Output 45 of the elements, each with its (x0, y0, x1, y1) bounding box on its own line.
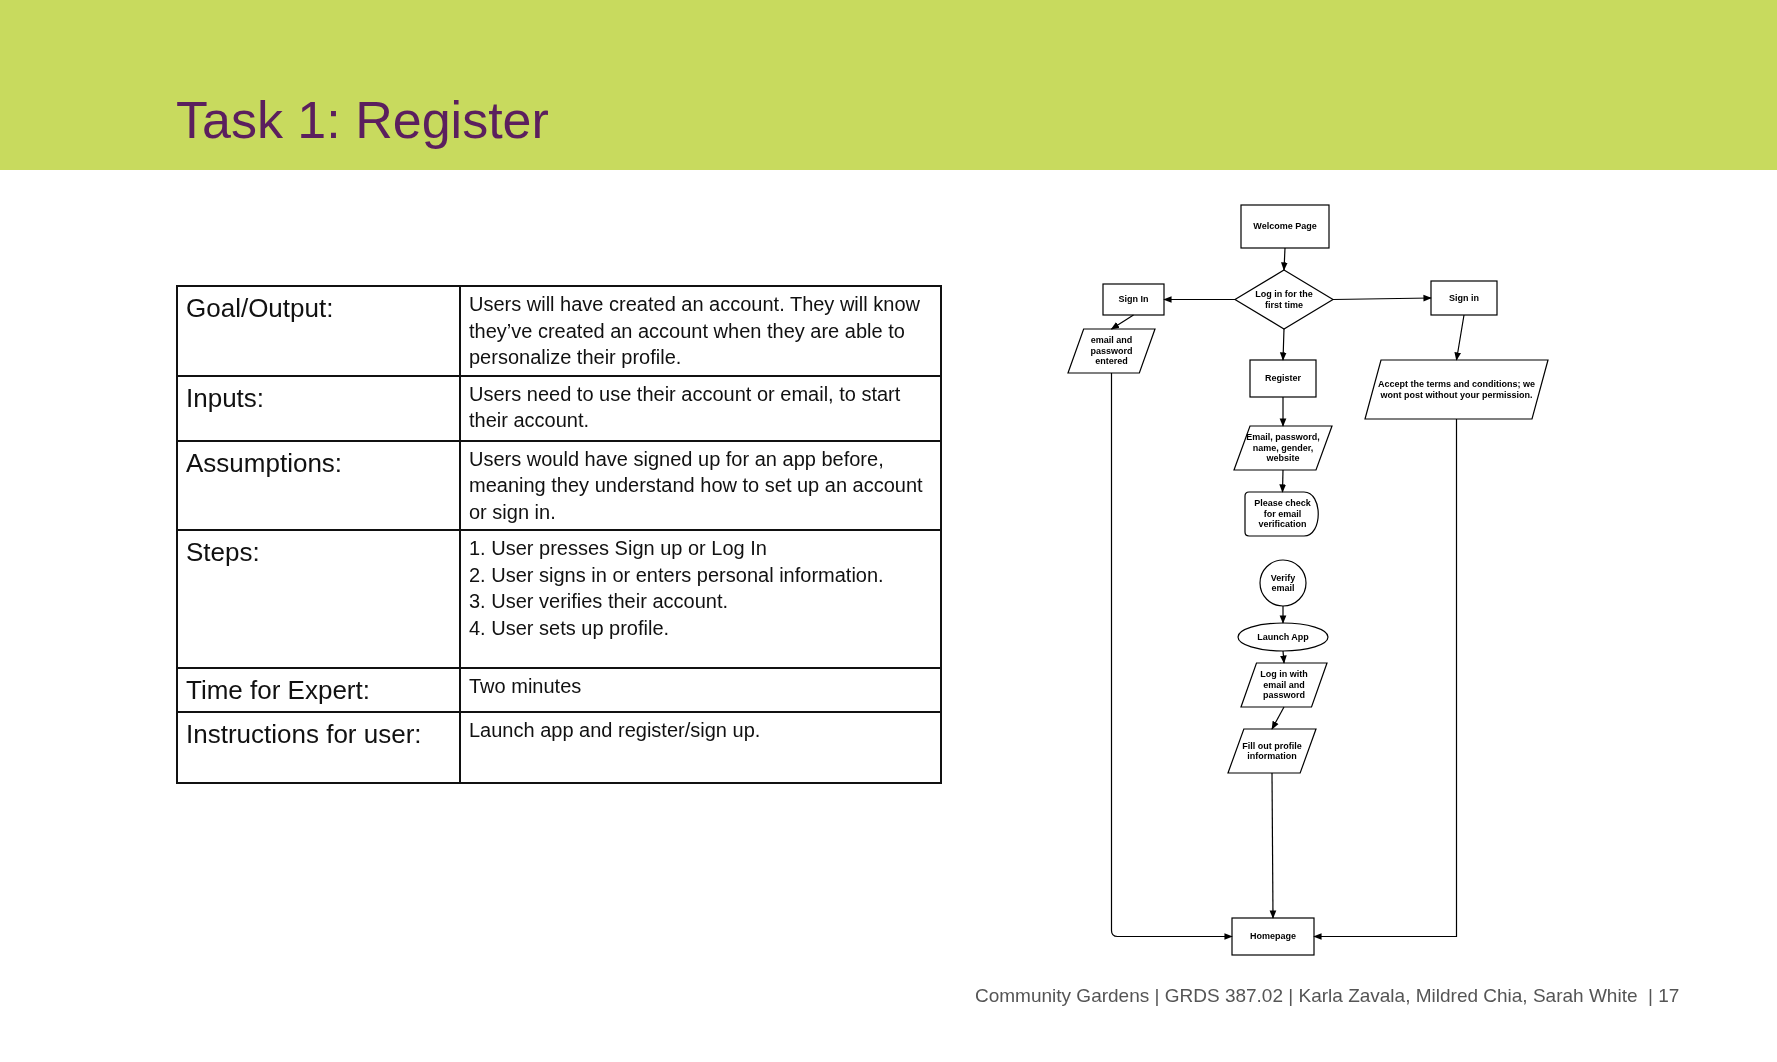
data-parallelogram: Log in with email and password (1241, 663, 1327, 707)
step-text: 4. User sets up profile. (469, 615, 671, 641)
data-parallelogram: Email, password, name, gender, website (1234, 426, 1332, 470)
terminal-oval: Launch App (1238, 623, 1328, 651)
row-heading: Instructions for user: (186, 718, 423, 751)
arrow (1163, 296, 1236, 303)
process-box: Welcome Page (1241, 205, 1329, 248)
step-text: 3. User verifies their account. (469, 589, 729, 614)
arrow (1281, 247, 1288, 271)
row-heading: Goal/Output: (186, 292, 335, 325)
arrow (1269, 772, 1277, 919)
cell-text: Launch app and register/sign up. (469, 718, 762, 743)
row-heading: Steps: (186, 536, 261, 569)
row-heading: Assumptions: (186, 446, 344, 480)
cell-text: Users need to use their account or email, to start their account. (469, 381, 902, 433)
arrow (1280, 650, 1287, 664)
arrow (1313, 418, 1458, 940)
data-parallelogram: Fill out profile information (1228, 729, 1316, 773)
connector-circle: Verify email (1260, 560, 1306, 606)
arrow (1110, 314, 1135, 330)
arrow (1271, 706, 1285, 730)
step-text: 1. User presses Sign up or Log In (469, 536, 768, 561)
row-heading: Time for Expert: (186, 674, 371, 707)
process-box: Sign in (1431, 281, 1497, 315)
data-parallelogram: Accept the terms and conditions; we wont post without your permission. (1365, 360, 1548, 419)
arrow (1279, 469, 1287, 493)
process-box: Register (1250, 360, 1316, 397)
step-text: 2. User signs in or enters personal information. (469, 562, 885, 588)
footer-text: Community Gardens | GRDS 387.02 | Karla Zavala, Mildred Chia, Sarah White | 17 (975, 985, 1680, 1007)
arrow (1110, 372, 1233, 940)
process-box: Sign In (1103, 284, 1164, 315)
display-shape: Please check for email verification (1245, 492, 1320, 536)
decision-diamond: Log in for the first time (1235, 270, 1333, 329)
arrow (1279, 396, 1287, 427)
arrow (1279, 328, 1287, 361)
process-box: Homepage (1232, 918, 1314, 955)
row-heading: Inputs: (186, 381, 266, 415)
cell-text: Users will have created an account. They will know they’ve created an account when they are able to personalize their profile. (469, 292, 921, 370)
cell-text: Two minutes (469, 674, 583, 699)
arrow (1454, 314, 1465, 361)
cell-text: Users would have signed up for an app before, meaning they understand how to set up an account or sign in. (469, 446, 924, 525)
page-title: Task 1: Register (176, 92, 549, 150)
data-parallelogram: email and password entered (1068, 329, 1155, 373)
arrow (1279, 605, 1287, 624)
arrow (1332, 294, 1432, 302)
